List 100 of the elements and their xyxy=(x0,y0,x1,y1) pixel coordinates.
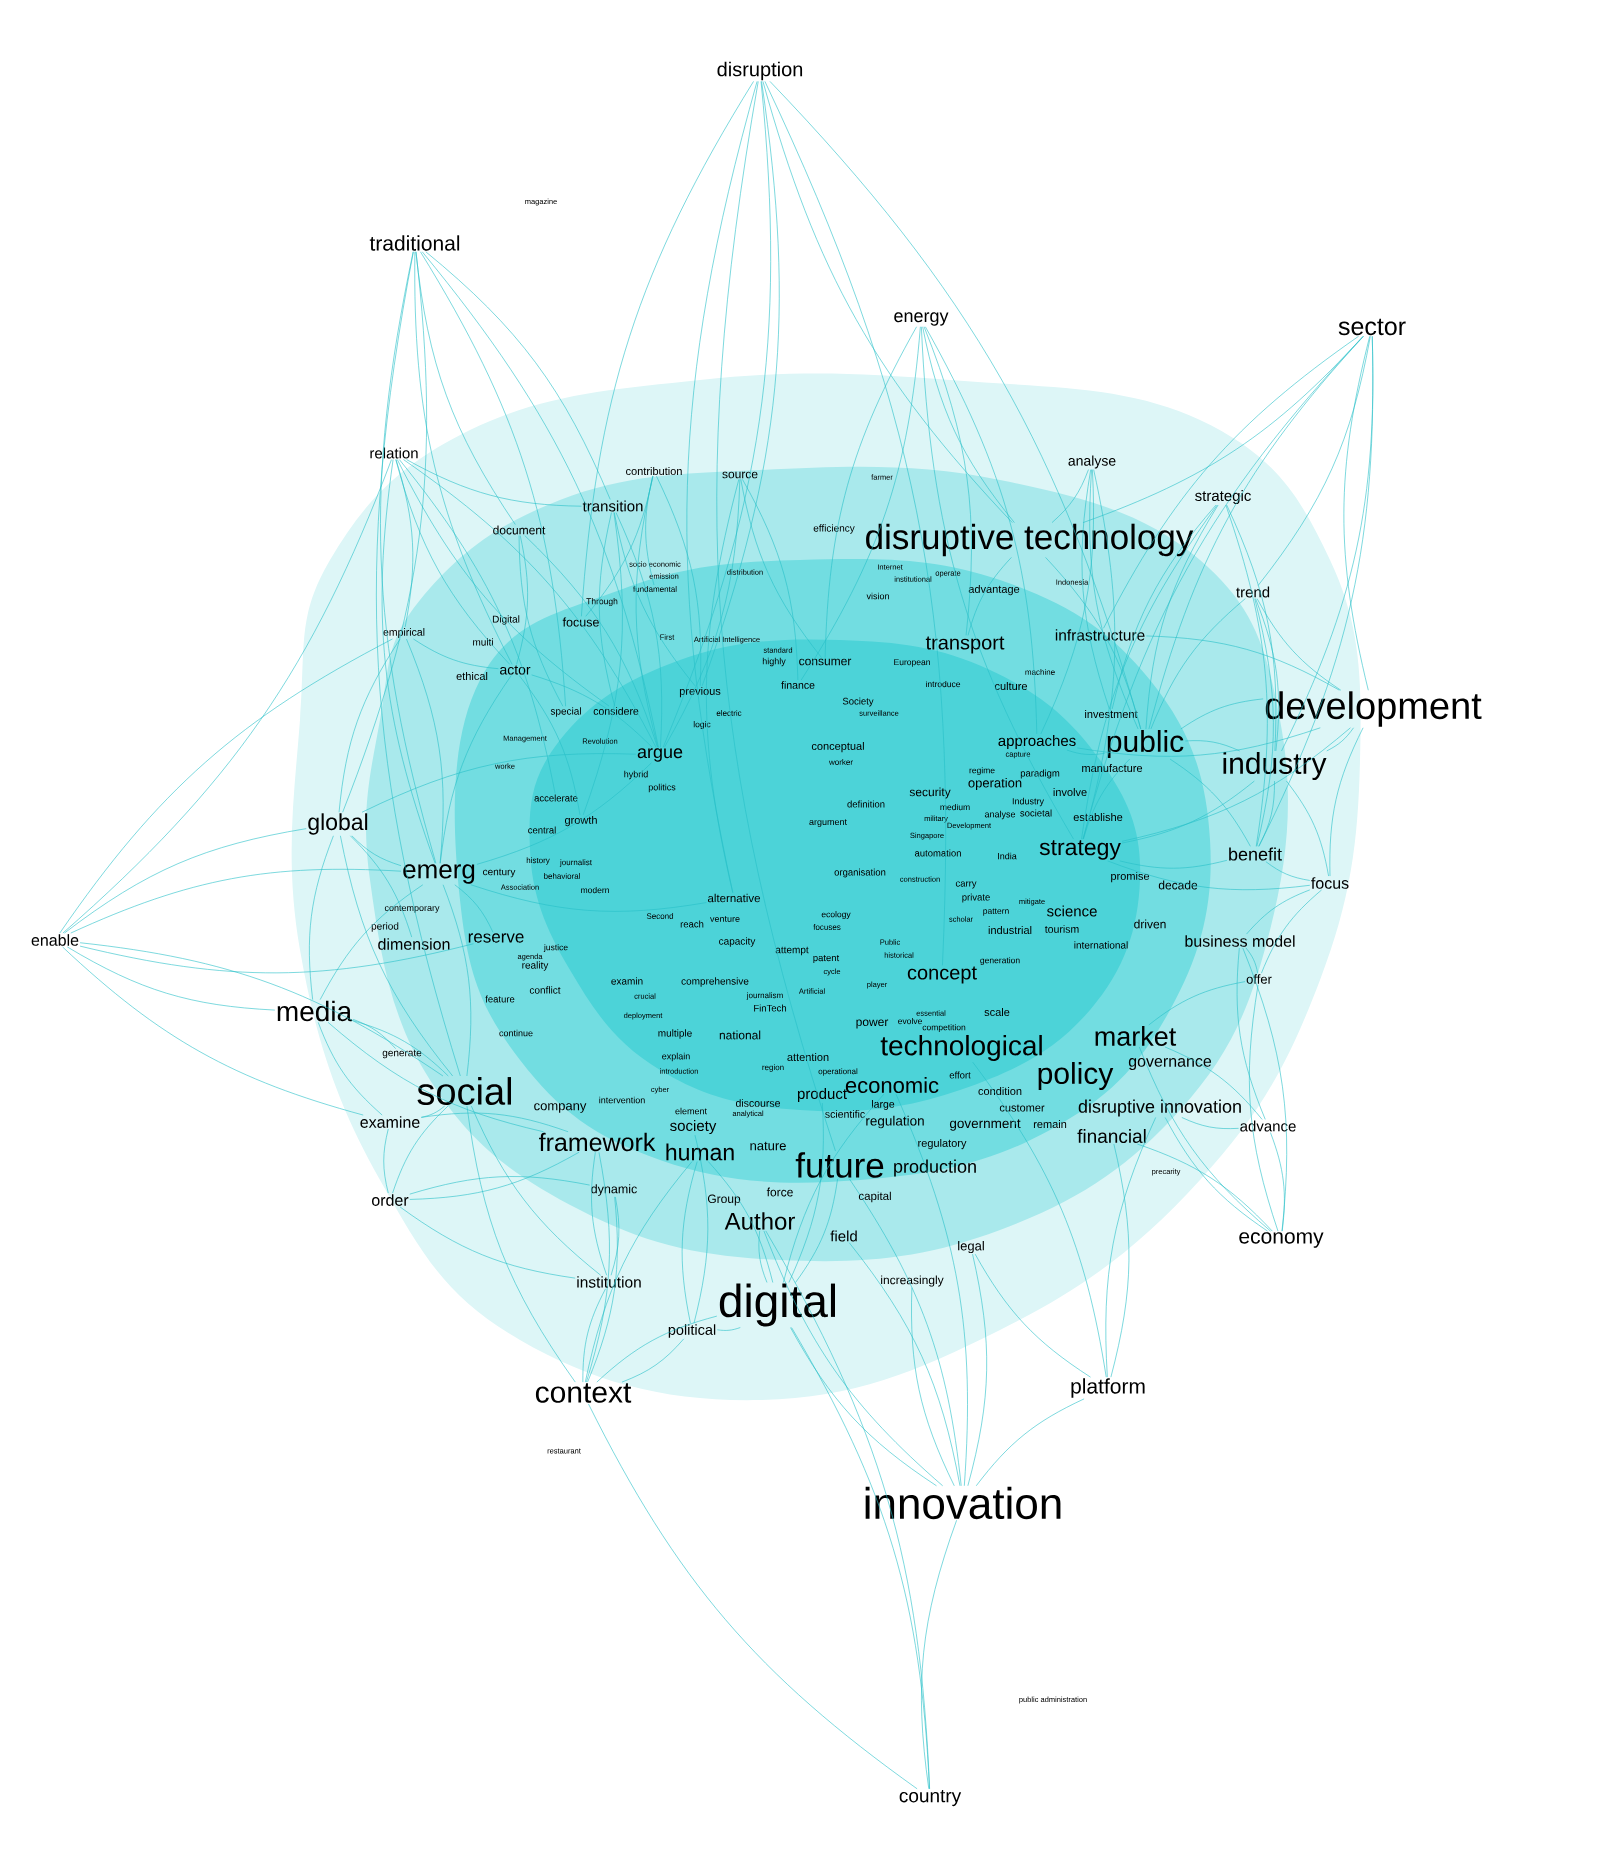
keyword-label: regulation xyxy=(866,1115,924,1129)
keyword-label: finance xyxy=(781,681,815,689)
link-line xyxy=(406,459,582,507)
link-line xyxy=(338,638,401,813)
link-line xyxy=(415,251,516,525)
link-line xyxy=(967,557,1012,636)
link-line xyxy=(524,535,658,748)
link-line xyxy=(381,459,436,864)
keyword-label: business model xyxy=(1185,935,1295,947)
link-line xyxy=(351,835,402,866)
keyword-label: previous xyxy=(679,686,721,698)
keyword-label: contemporary xyxy=(384,905,440,913)
link-line xyxy=(1111,504,1217,710)
keyword-label: society xyxy=(670,1120,717,1134)
keyword-label: hybrid xyxy=(624,770,648,780)
link-line xyxy=(967,1253,987,1487)
keyword-label: context xyxy=(535,1383,632,1403)
link-line xyxy=(1265,861,1311,881)
link-line xyxy=(795,1178,838,1283)
link-line xyxy=(1180,698,1264,730)
keyword-label: traditional xyxy=(369,235,460,251)
link-line xyxy=(587,1196,618,1383)
keyword-label: platform xyxy=(1071,1378,1145,1398)
keyword-label: venture xyxy=(710,916,740,922)
link-line xyxy=(1066,749,1106,755)
keyword-label: innovation xyxy=(865,1486,1061,1520)
keyword-label: product xyxy=(797,1088,847,1102)
link-line xyxy=(591,1151,607,1276)
keyword-label: operation xyxy=(968,777,1022,791)
link-line xyxy=(1254,598,1274,847)
link-line xyxy=(1103,335,1359,629)
link-line xyxy=(788,1102,824,1283)
keyword-label: competition xyxy=(922,1024,966,1032)
keyword-label: financial xyxy=(1077,1129,1146,1143)
keyword-label: field xyxy=(830,1230,857,1242)
keyword-label: future xyxy=(795,1152,884,1178)
keyword-label: analyse xyxy=(1068,455,1116,469)
keyword-label: remain xyxy=(1033,1119,1067,1129)
link-line xyxy=(662,81,771,748)
keyword-label: comprehensive xyxy=(681,977,749,987)
link-line xyxy=(824,326,917,658)
keyword-label: economy xyxy=(1239,1232,1324,1248)
keyword-label: Digital xyxy=(492,615,520,625)
keyword-label: machine xyxy=(1025,669,1055,675)
keyword-label: sector xyxy=(1338,318,1406,336)
keyword-label: patent xyxy=(813,954,840,964)
link-line xyxy=(395,459,414,628)
keyword-label: disruptive technology xyxy=(866,523,1194,557)
link-line xyxy=(972,1061,1107,1378)
keyword-label: investment xyxy=(1085,709,1138,719)
link-line xyxy=(409,1176,590,1195)
keyword-label: order xyxy=(372,1194,409,1206)
keyword-label: involve xyxy=(1053,787,1087,797)
keyword-label: central xyxy=(528,826,556,834)
keyword-label: ethical xyxy=(456,671,488,681)
keyword-label: media xyxy=(277,1000,353,1022)
keyword-label: dimension xyxy=(378,938,450,950)
link-line xyxy=(1256,598,1342,691)
keyword-label: considere xyxy=(593,707,639,715)
keyword-label: strategy xyxy=(1039,840,1121,860)
link-line xyxy=(1261,889,1322,974)
keyword-label: driven xyxy=(1134,919,1166,929)
keyword-label: reach xyxy=(680,920,704,928)
link-line xyxy=(471,1105,601,1276)
keyword-label: journalist xyxy=(559,859,592,867)
keyword-label: policy xyxy=(1038,1062,1114,1090)
link-line xyxy=(59,638,393,934)
keyword-label: energy xyxy=(894,312,949,326)
keyword-label: national xyxy=(719,1030,761,1040)
link-line xyxy=(614,512,696,687)
link-line xyxy=(681,1161,698,1324)
link-line xyxy=(1249,984,1279,1232)
keyword-label: industry xyxy=(1223,752,1327,780)
link-line xyxy=(621,1338,685,1383)
link-line xyxy=(1139,1046,1271,1232)
link-line xyxy=(516,535,528,665)
link-line xyxy=(519,675,581,816)
keyword-label: justice xyxy=(543,944,568,952)
keyword-label: behavioral xyxy=(544,873,580,879)
keyword-label: manufacture xyxy=(1082,763,1143,773)
keyword-label: economic xyxy=(845,1076,939,1094)
link-line xyxy=(582,1288,606,1383)
link-line xyxy=(921,326,1074,840)
keyword-label: attempt xyxy=(775,946,809,956)
link-line xyxy=(406,638,444,864)
link-line xyxy=(615,512,663,748)
link-line xyxy=(466,1105,576,1383)
link-line xyxy=(403,459,657,748)
link-line xyxy=(716,1327,741,1331)
link-line xyxy=(317,1022,383,1116)
keyword-label: growth xyxy=(564,815,597,827)
link-line xyxy=(923,326,972,636)
keyword-label: European xyxy=(894,659,930,667)
keyword-label: highly xyxy=(762,657,786,667)
keyword-label: legal xyxy=(958,1240,984,1254)
keyword-label: conflict xyxy=(529,986,561,994)
link-line xyxy=(1236,947,1266,1120)
link-line xyxy=(664,479,741,748)
keyword-label: alternative xyxy=(707,893,760,903)
link-line xyxy=(327,1022,544,1133)
